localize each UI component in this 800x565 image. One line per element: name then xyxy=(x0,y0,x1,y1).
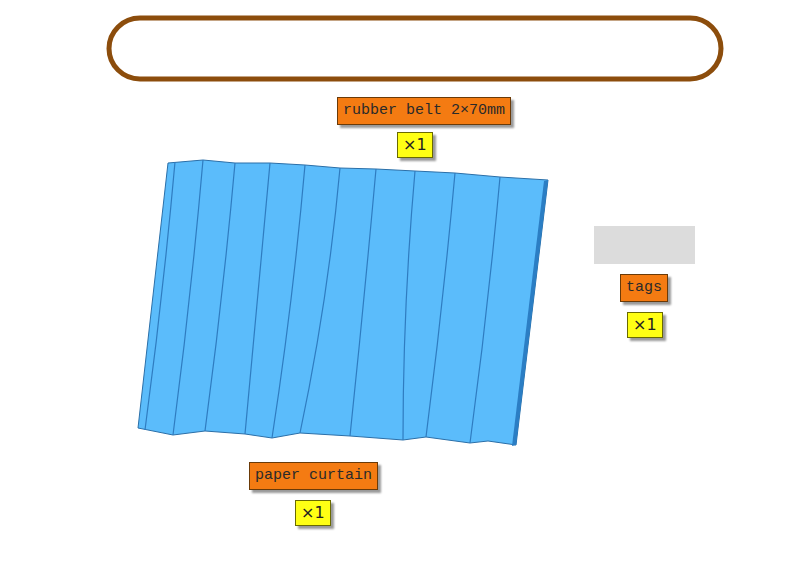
curtain-fold xyxy=(173,160,203,435)
curtain-fold xyxy=(245,163,270,434)
curtain-fold xyxy=(426,173,455,437)
label-text: paper curtain xyxy=(255,466,372,486)
label-text: ×1 xyxy=(301,503,325,523)
part-name: tags xyxy=(620,274,668,302)
quantity-tag: ×1 xyxy=(397,132,433,158)
curtain-fold xyxy=(145,162,175,430)
part-name: rubber belt 2×70mm xyxy=(337,97,511,125)
quantity-tag: ×1 xyxy=(627,312,663,338)
label-text: ×1 xyxy=(633,315,657,335)
curtain-fold xyxy=(272,165,305,438)
tag xyxy=(594,226,695,264)
label-text: tags xyxy=(626,278,662,298)
curtain-fold xyxy=(470,177,500,443)
quantity-tag: ×1 xyxy=(295,500,331,526)
part-name: paper curtain xyxy=(249,462,378,490)
curtain-fold xyxy=(403,171,415,440)
label-text: ×1 xyxy=(403,135,427,155)
label-text: rubber belt 2×70mm xyxy=(343,101,505,121)
rubber-belt xyxy=(109,18,721,79)
curtain-fold xyxy=(300,168,340,433)
paper-curtain xyxy=(138,160,548,446)
curtain-fold xyxy=(350,169,376,436)
curtain-fold xyxy=(205,163,235,431)
